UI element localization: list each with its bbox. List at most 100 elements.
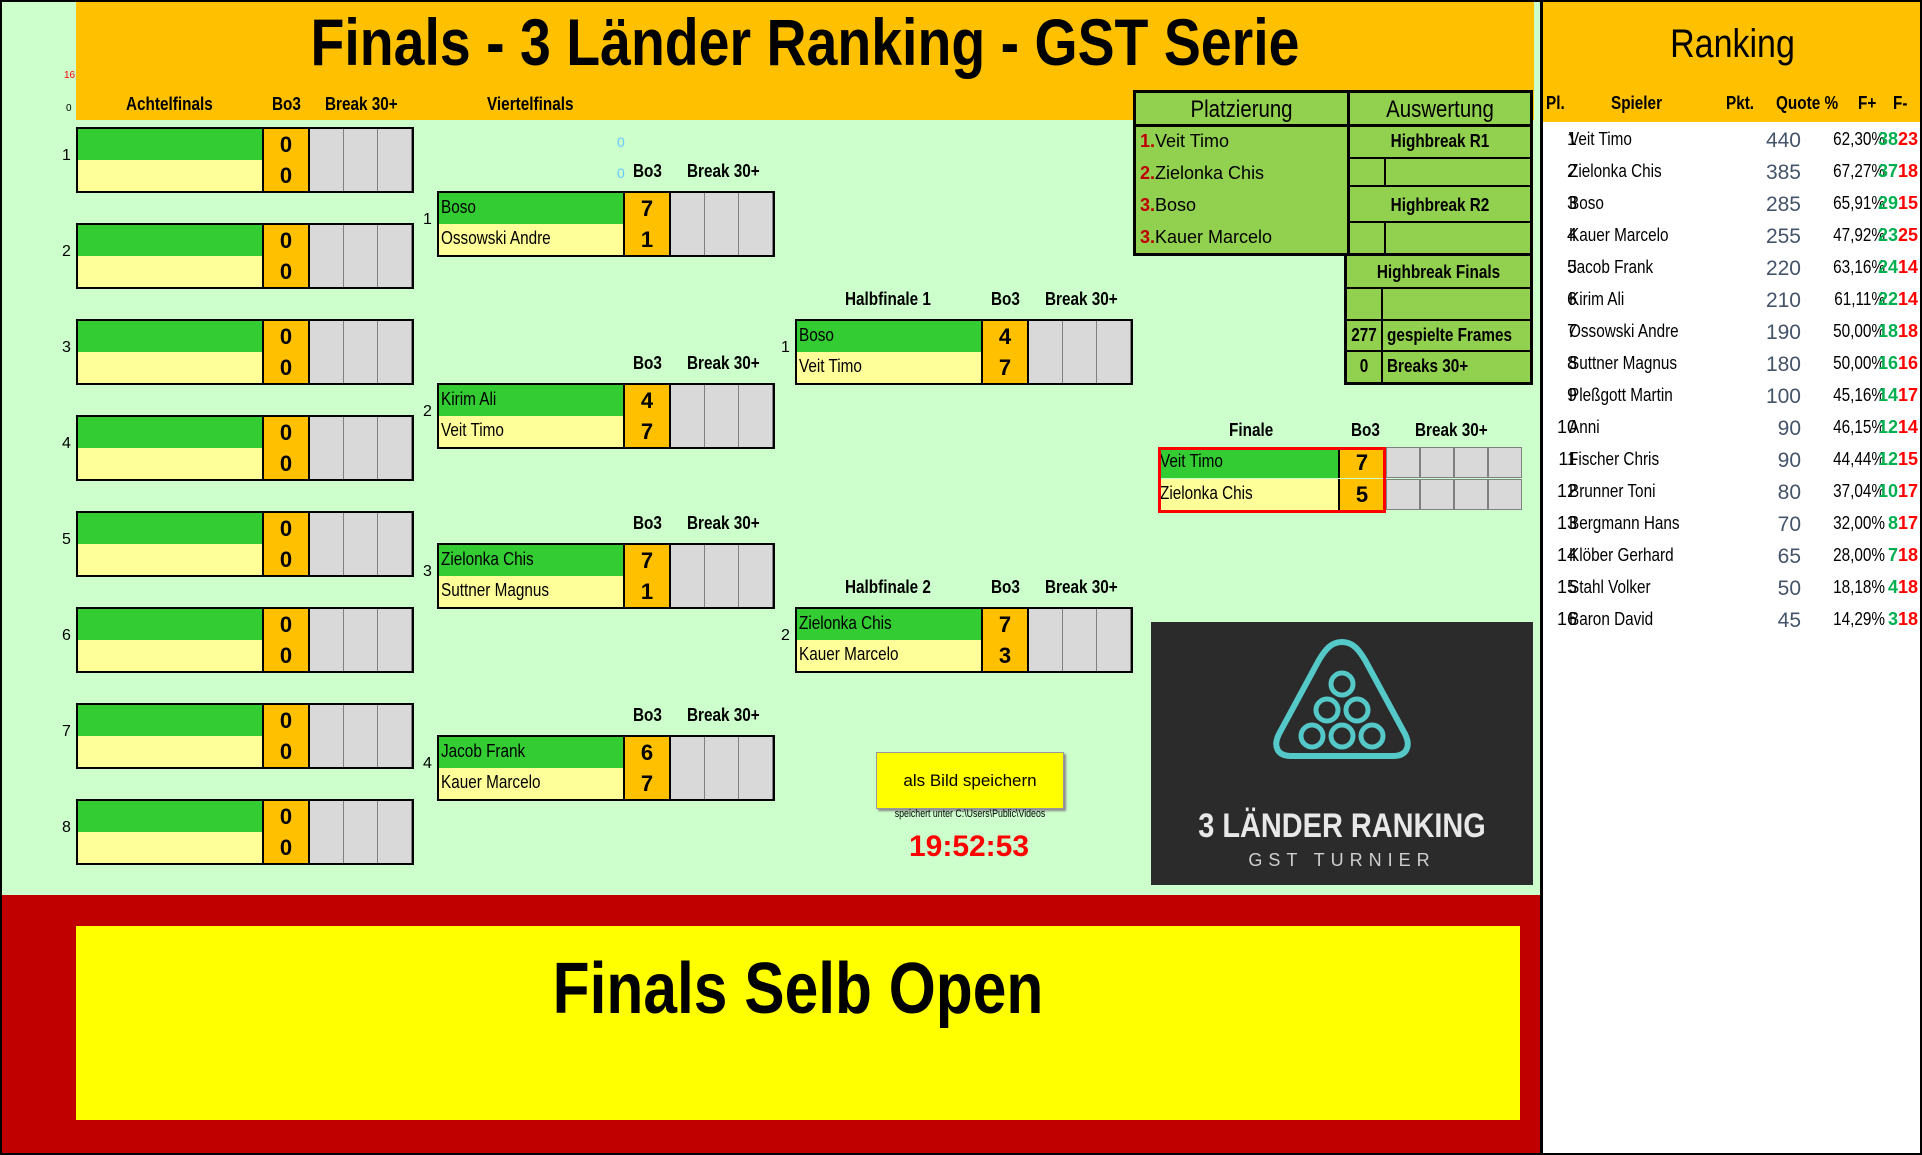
score-cell[interactable]: 0 [264, 705, 310, 736]
player-name[interactable]: Veit Timo [797, 352, 983, 383]
break-cell[interactable] [378, 736, 412, 767]
break-cell[interactable] [1063, 352, 1097, 383]
break-cell[interactable] [705, 737, 739, 768]
player-name[interactable] [78, 417, 264, 448]
break-cell[interactable] [1420, 479, 1454, 510]
player-name[interactable] [78, 129, 264, 160]
score-cell[interactable]: 0 [264, 129, 310, 160]
break-cell[interactable] [1488, 479, 1522, 510]
break-cell[interactable] [739, 193, 773, 224]
break-cell[interactable] [378, 609, 412, 640]
score-cell[interactable]: 0 [264, 225, 310, 256]
break-cell[interactable] [705, 545, 739, 576]
score-cell[interactable]: 7 [1340, 447, 1386, 478]
break-cell[interactable] [310, 417, 344, 448]
break-cell[interactable] [378, 801, 412, 832]
break-cell[interactable] [310, 129, 344, 160]
score-cell[interactable]: 0 [264, 160, 310, 191]
break-cell[interactable] [344, 640, 378, 671]
score-cell[interactable]: 6 [625, 737, 671, 768]
break-cell[interactable] [344, 832, 378, 863]
break-cell[interactable] [344, 417, 378, 448]
break-cell[interactable] [378, 129, 412, 160]
break-cell[interactable] [1029, 609, 1063, 640]
break-cell[interactable] [344, 448, 378, 479]
player-name[interactable] [78, 544, 264, 575]
break-cell[interactable] [739, 737, 773, 768]
break-cell[interactable] [378, 640, 412, 671]
player-name[interactable]: Boso [439, 193, 625, 224]
break-cell[interactable] [1063, 640, 1097, 671]
break-cell[interactable] [671, 576, 705, 607]
break-cell[interactable] [1029, 640, 1063, 671]
break-cell[interactable] [1386, 479, 1420, 510]
score-cell[interactable]: 0 [264, 736, 310, 767]
break-cell[interactable] [1097, 640, 1131, 671]
score-cell[interactable]: 0 [264, 352, 310, 383]
break-cell[interactable] [378, 321, 412, 352]
player-name[interactable] [78, 160, 264, 191]
player-name[interactable] [78, 832, 264, 863]
break-cell[interactable] [344, 801, 378, 832]
break-cell[interactable] [378, 832, 412, 863]
break-cell[interactable] [344, 609, 378, 640]
break-cell[interactable] [705, 576, 739, 607]
score-cell[interactable]: 7 [625, 545, 671, 576]
score-cell[interactable]: 0 [264, 801, 310, 832]
break-cell[interactable] [1488, 447, 1522, 478]
break-cell[interactable] [310, 544, 344, 575]
break-cell[interactable] [378, 160, 412, 191]
player-name[interactable]: Veit Timo [1158, 447, 1340, 478]
break-cell[interactable] [1420, 447, 1454, 478]
player-name[interactable]: Zielonka Chis [439, 545, 625, 576]
break-cell[interactable] [1063, 321, 1097, 352]
break-cell[interactable] [378, 448, 412, 479]
break-cell[interactable] [1029, 321, 1063, 352]
break-cell[interactable] [344, 256, 378, 287]
break-cell[interactable] [344, 513, 378, 544]
break-cell[interactable] [705, 768, 739, 799]
break-cell[interactable] [310, 513, 344, 544]
break-cell[interactable] [344, 160, 378, 191]
score-cell[interactable]: 0 [264, 609, 310, 640]
break-cell[interactable] [671, 224, 705, 255]
break-cell[interactable] [378, 256, 412, 287]
break-cell[interactable] [1454, 479, 1488, 510]
score-cell[interactable]: 0 [264, 513, 310, 544]
break-cell[interactable] [310, 160, 344, 191]
player-name[interactable] [78, 256, 264, 287]
break-cell[interactable] [1063, 609, 1097, 640]
player-name[interactable] [78, 352, 264, 383]
break-cell[interactable] [1386, 447, 1420, 478]
break-cell[interactable] [705, 224, 739, 255]
break-cell[interactable] [671, 385, 705, 416]
player-name[interactable]: Kirim Ali [439, 385, 625, 416]
break-cell[interactable] [310, 609, 344, 640]
player-name[interactable]: Jacob Frank [439, 737, 625, 768]
score-cell[interactable]: 7 [625, 416, 671, 447]
score-cell[interactable]: 0 [264, 448, 310, 479]
break-cell[interactable] [344, 352, 378, 383]
break-cell[interactable] [378, 513, 412, 544]
player-name[interactable] [78, 736, 264, 767]
score-cell[interactable]: 3 [983, 640, 1029, 671]
break-cell[interactable] [344, 129, 378, 160]
player-name[interactable]: Zielonka Chis [797, 609, 983, 640]
break-cell[interactable] [310, 321, 344, 352]
break-cell[interactable] [1029, 352, 1063, 383]
score-cell[interactable]: 0 [264, 832, 310, 863]
break-cell[interactable] [671, 193, 705, 224]
player-name[interactable] [78, 609, 264, 640]
break-cell[interactable] [344, 736, 378, 767]
score-cell[interactable]: 4 [625, 385, 671, 416]
break-cell[interactable] [310, 640, 344, 671]
break-cell[interactable] [378, 225, 412, 256]
save-as-image-button[interactable]: als Bild speichern [876, 752, 1064, 809]
break-cell[interactable] [310, 448, 344, 479]
player-name[interactable]: Zielonka Chis [1158, 479, 1340, 510]
break-cell[interactable] [310, 736, 344, 767]
score-cell[interactable]: 1 [625, 576, 671, 607]
score-cell[interactable]: 7 [625, 768, 671, 799]
break-cell[interactable] [378, 544, 412, 575]
player-name[interactable]: Veit Timo [439, 416, 625, 447]
